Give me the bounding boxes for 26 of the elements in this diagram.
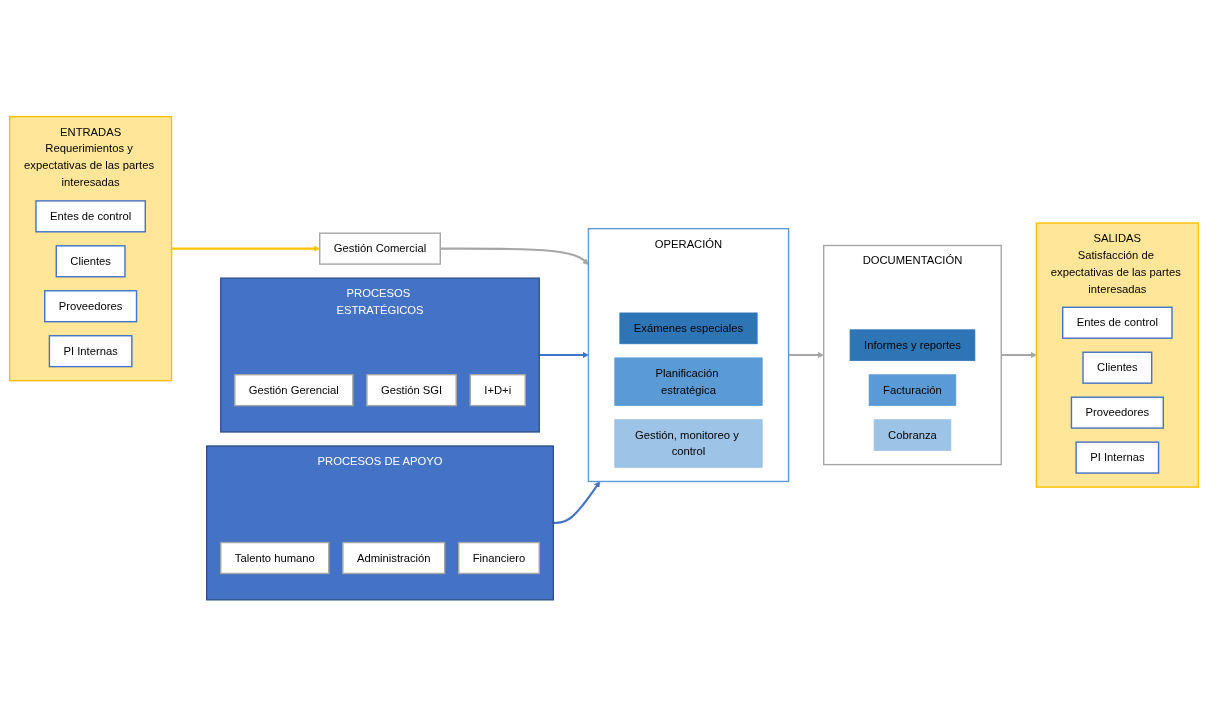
node-box: Clientes bbox=[55, 245, 126, 278]
node-box: Proveedores bbox=[44, 290, 138, 323]
node-box: Talento humano bbox=[220, 542, 330, 575]
node-box: Entes de control bbox=[35, 200, 146, 233]
node-box: Gestión Comercial bbox=[319, 232, 441, 266]
node-box: Gestión, monitoreo y control bbox=[614, 419, 763, 469]
node-box: Cobranza bbox=[873, 419, 952, 452]
node-box: Facturación bbox=[868, 374, 957, 407]
node-box: Gestión Gerencial bbox=[234, 374, 354, 407]
arrow bbox=[539, 352, 589, 359]
arrow bbox=[1001, 352, 1037, 359]
node-box: PI Internas bbox=[48, 335, 133, 368]
node-box: Exámenes especiales bbox=[619, 312, 758, 345]
node-box: PI Internas bbox=[1075, 441, 1160, 474]
arrow bbox=[788, 352, 824, 359]
node-box: Financiero bbox=[458, 542, 540, 575]
node-box: Entes de control bbox=[1062, 306, 1173, 340]
node-box: I+D+i bbox=[469, 374, 526, 407]
arrow bbox=[553, 481, 601, 525]
node-box: Proveedores bbox=[1070, 396, 1164, 430]
node-box: Planificación estratégica bbox=[614, 357, 763, 407]
node-box: Gestión SGI bbox=[366, 374, 457, 407]
arrow bbox=[440, 247, 589, 266]
node-box: Administración bbox=[342, 542, 446, 575]
node-box: Informes y reportes bbox=[849, 329, 976, 362]
node-box: Clientes bbox=[1082, 351, 1153, 385]
